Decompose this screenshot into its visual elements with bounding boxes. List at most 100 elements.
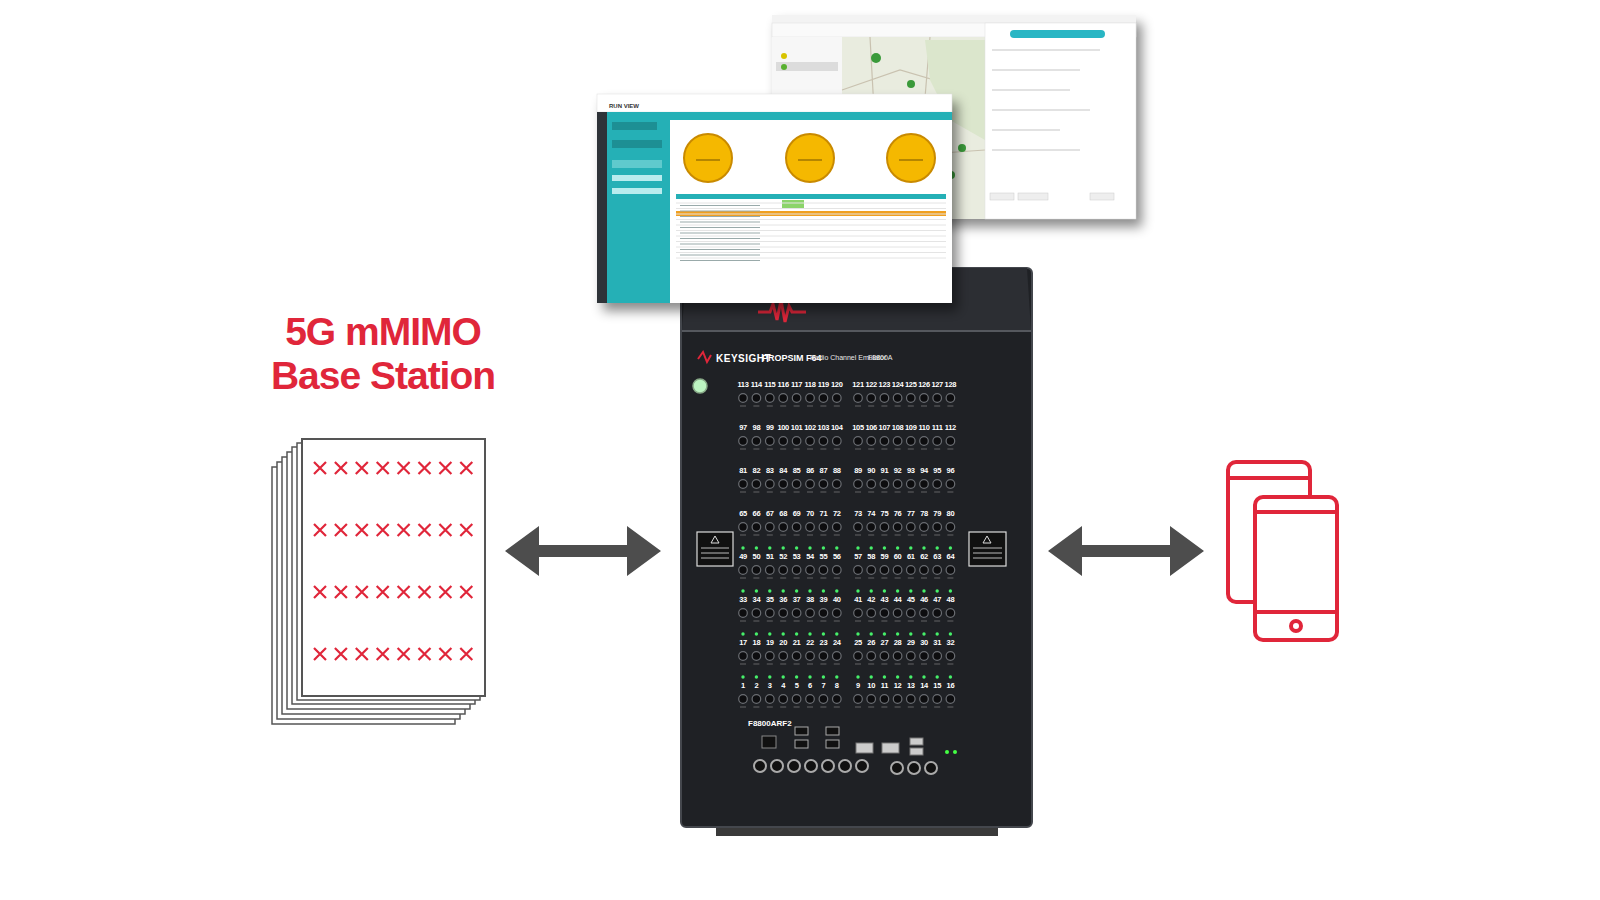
- port-tick: [934, 664, 940, 665]
- antenna-element: [377, 586, 389, 598]
- port-tick: [934, 621, 940, 622]
- port-tick: [767, 664, 773, 665]
- port-connector: [880, 695, 889, 704]
- status-led: [782, 632, 785, 635]
- port-tick: [740, 406, 746, 407]
- port-connector: [792, 566, 801, 575]
- status-led: [883, 546, 886, 549]
- port-connector: [907, 480, 916, 489]
- port-connector: [946, 394, 955, 403]
- port-tick: [921, 578, 927, 579]
- rear-connectors: [754, 727, 957, 774]
- sma-connector: [908, 762, 920, 774]
- status-led: [822, 546, 825, 549]
- port-connector: [867, 437, 876, 446]
- port-connector: [933, 480, 942, 489]
- device-top: [682, 268, 1031, 330]
- port-connector: [946, 523, 955, 532]
- port-tick: [855, 578, 861, 579]
- port-tick: [868, 535, 874, 536]
- port-connector: [880, 523, 889, 532]
- port-connector: [933, 566, 942, 575]
- port-connector: [880, 566, 889, 575]
- port-connector: [806, 480, 815, 489]
- port-connector: [854, 566, 863, 575]
- sma-connector: [925, 762, 937, 774]
- double-arrow: [505, 526, 661, 576]
- port-tick: [868, 492, 874, 493]
- port-connector: [752, 566, 761, 575]
- port-tick: [881, 707, 887, 708]
- port-tick: [794, 707, 800, 708]
- antenna-element: [356, 648, 368, 660]
- port-tick: [834, 578, 840, 579]
- port-connector: [779, 523, 788, 532]
- antenna-element: [335, 648, 347, 660]
- antenna-element: [314, 462, 326, 474]
- port-tick: [767, 449, 773, 450]
- port-tick: [855, 664, 861, 665]
- antenna-panel-stack: [272, 439, 485, 724]
- antenna-element: [439, 586, 451, 598]
- port-tick: [807, 621, 813, 622]
- port-connector: [833, 609, 842, 618]
- port-tick: [780, 449, 786, 450]
- status-led: [949, 632, 952, 635]
- port-connector: [907, 437, 916, 446]
- port-tick: [820, 535, 826, 536]
- port-tick: [855, 707, 861, 708]
- port-tick: [908, 492, 914, 493]
- port-tick: [753, 578, 759, 579]
- status-led: [768, 546, 771, 549]
- port-tick: [947, 492, 953, 493]
- table-row: [676, 219, 946, 220]
- port-connector: [893, 566, 902, 575]
- port-tick: [767, 621, 773, 622]
- port-connector: [907, 652, 916, 661]
- table-text: [680, 216, 760, 217]
- table-text: [680, 233, 760, 234]
- port-connector: [854, 437, 863, 446]
- port-connector: [806, 523, 815, 532]
- status-led: [856, 546, 859, 549]
- port-tick: [794, 621, 800, 622]
- port-tick: [921, 492, 927, 493]
- port-connector: [933, 437, 942, 446]
- port-tick: [834, 492, 840, 493]
- port-connector: [752, 480, 761, 489]
- port-connector: [854, 652, 863, 661]
- status-led: [922, 675, 925, 678]
- port-tick: [780, 406, 786, 407]
- base-station-node: 5G mMIMO Base Station: [252, 310, 514, 720]
- port-tick: [740, 492, 746, 493]
- status-led: [835, 589, 838, 592]
- antenna-element: [314, 586, 326, 598]
- port-connector: [806, 394, 815, 403]
- antenna-element: [460, 462, 472, 474]
- antenna-element: [439, 462, 451, 474]
- table-text: [680, 211, 760, 212]
- port-tick: [855, 492, 861, 493]
- port-tick: [740, 578, 746, 579]
- port-connector: [933, 523, 942, 532]
- antenna-element: [439, 524, 451, 536]
- port-tick: [820, 707, 826, 708]
- port-tick: [820, 621, 826, 622]
- port-connector: [792, 652, 801, 661]
- port-tick: [934, 578, 940, 579]
- table-row: [676, 247, 946, 248]
- port-connector: [880, 609, 889, 618]
- port-connector: [907, 523, 916, 532]
- status-led: [755, 546, 758, 549]
- antenna-element: [314, 648, 326, 660]
- port-tick: [794, 535, 800, 536]
- port-tick: [753, 449, 759, 450]
- status-led: [883, 632, 886, 635]
- status-led: [870, 632, 873, 635]
- port-connector: [893, 652, 902, 661]
- port-connector: [946, 566, 955, 575]
- status-led: [835, 675, 838, 678]
- port-connector: [854, 609, 863, 618]
- port-connector: [946, 609, 955, 618]
- port-connector: [806, 566, 815, 575]
